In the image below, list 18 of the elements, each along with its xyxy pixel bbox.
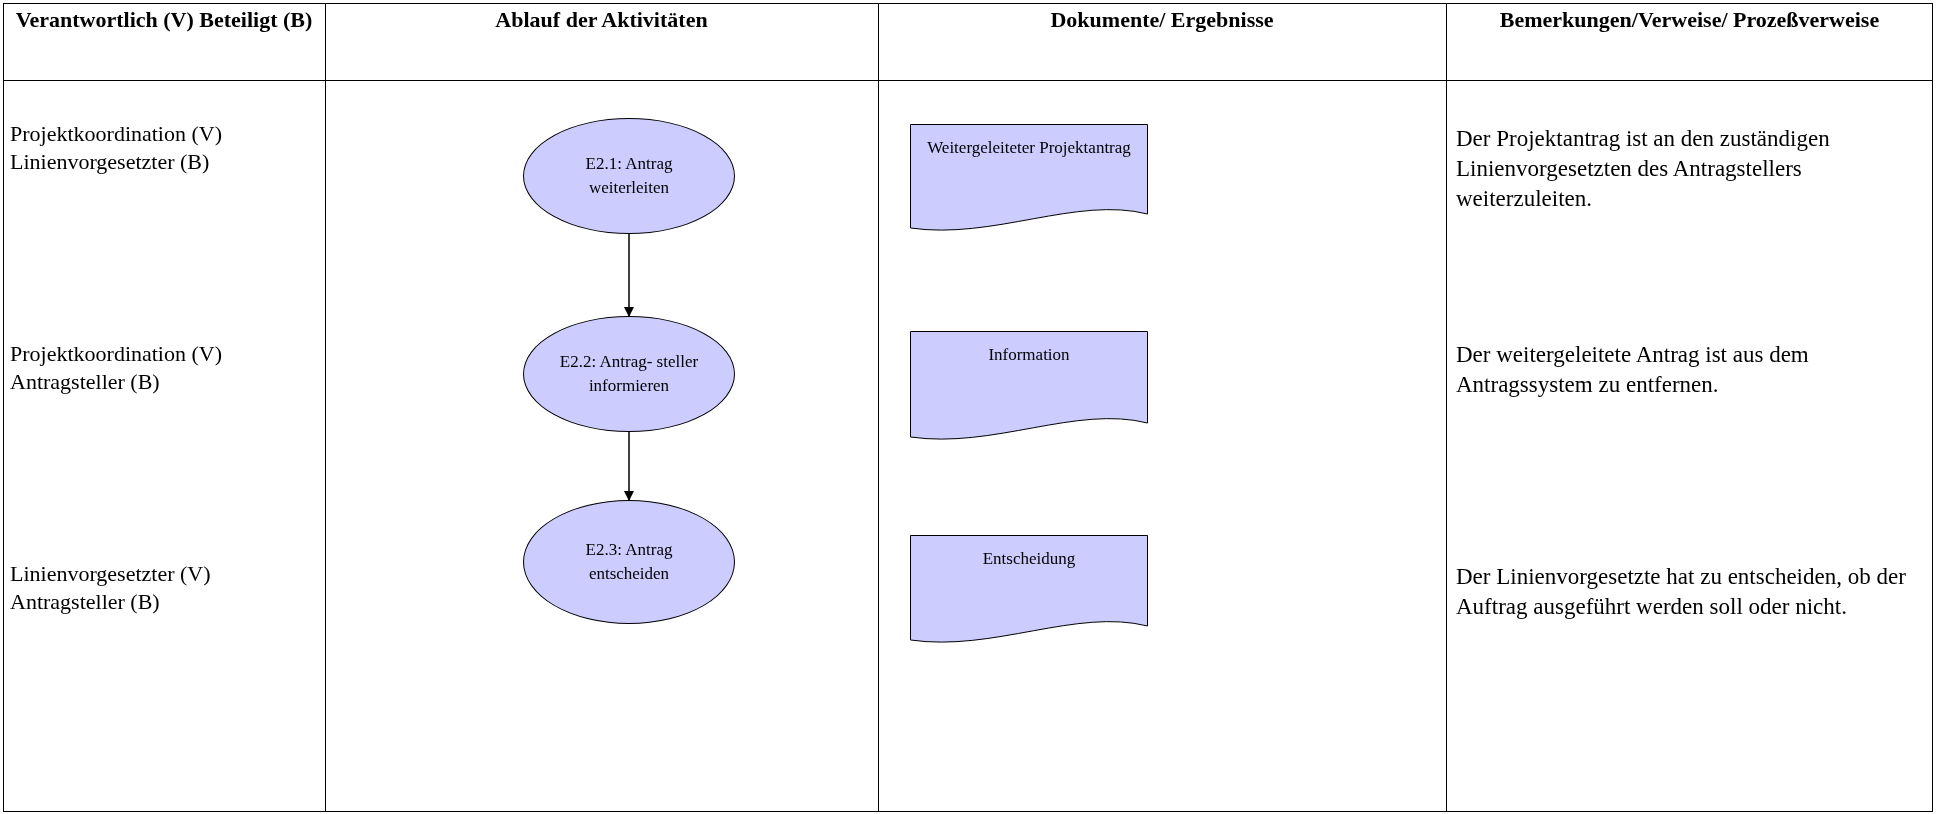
node-text: E2.1: Antrag weiterleiten bbox=[584, 153, 674, 199]
role-text: Linienvorgesetzter (V) Antragsteller (B) bbox=[10, 560, 212, 616]
node-text: E2.2: Antrag- steller informieren bbox=[558, 351, 700, 397]
node-text: E2.3: Antrag entscheiden bbox=[584, 539, 674, 585]
node-text: Information bbox=[988, 344, 1070, 366]
role-text: Projektkoordination (V) Antragsteller (B) bbox=[10, 340, 224, 396]
arrow bbox=[624, 431, 634, 501]
remark-text: Der Linienvorgesetzte hat zu entscheiden, ob der Auftrag ausgeführt werden soll oder nicht. bbox=[1456, 563, 1907, 621]
remark-text: Der weitergeleitete Antrag ist aus dem Antragssystem zu entfernen. bbox=[1456, 341, 1810, 399]
column-header: Dokumente/ Ergebnisse bbox=[1049, 6, 1275, 34]
column-header: Bemerkungen/Verweise/ Prozeßverweise bbox=[1498, 6, 1881, 34]
role-text: Projektkoordination (V) Linienvorgesetzter (B) bbox=[10, 120, 224, 176]
column-header: Verantwortlich (V) Beteiligt (B) bbox=[14, 6, 314, 34]
arrow bbox=[624, 233, 634, 317]
remark-text: Der Projektantrag ist an den zuständigen Linienvorgesetzten des Antragstellers weiterzuleiten. bbox=[1456, 125, 1831, 213]
column-header: Ablauf der Aktivitäten bbox=[494, 6, 709, 34]
node-text: Entscheidung bbox=[982, 548, 1076, 570]
node-text: Weitergeleiteter Projektantrag bbox=[927, 137, 1131, 159]
